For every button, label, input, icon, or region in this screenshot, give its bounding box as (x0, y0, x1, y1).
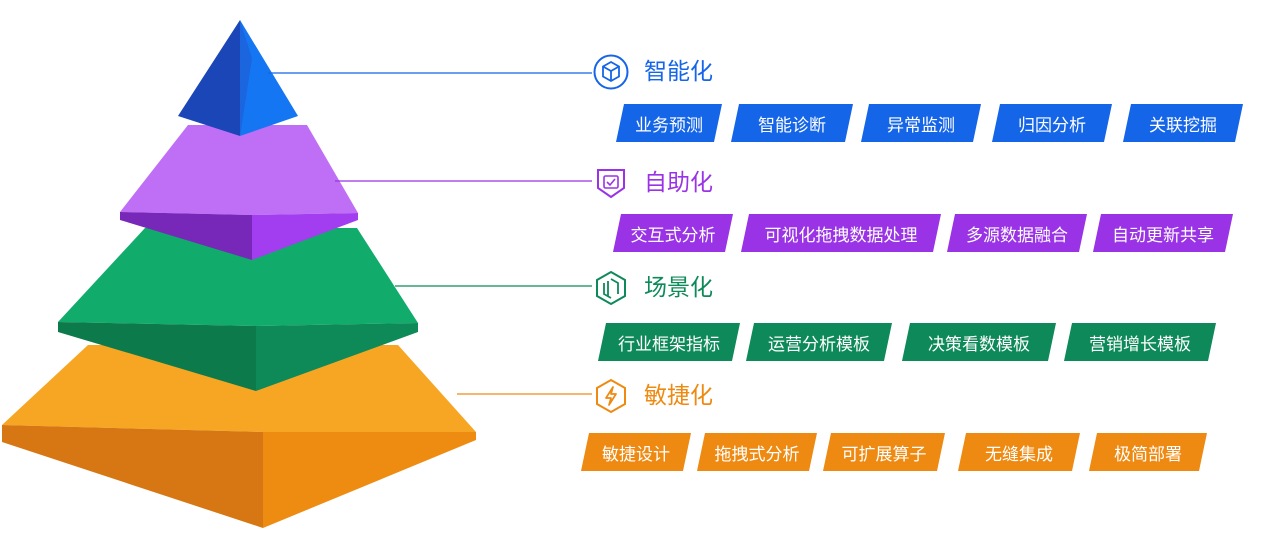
tag-minimal-deployment[interactable]: 极简部署 (1089, 433, 1207, 471)
pyramid-tier-orange (2, 345, 476, 528)
tier-heading-intelligent: 智能化 (592, 52, 713, 92)
tag-interactive-analysis[interactable]: 交互式分析 (613, 214, 733, 252)
tier-label: 场景化 (644, 274, 713, 301)
tag-agile-design[interactable]: 敏捷设计 (581, 433, 691, 471)
shield-check-icon (592, 164, 630, 202)
tier-label: 敏捷化 (644, 382, 713, 409)
tag-marketing-template[interactable]: 营销增长模板 (1064, 323, 1216, 361)
tag-operations-template[interactable]: 运营分析模板 (746, 323, 892, 361)
tag-anomaly-detection[interactable]: 异常监测 (861, 104, 981, 142)
tag-decision-template[interactable]: 决策看数模板 (902, 323, 1056, 361)
tag-attribution-analysis[interactable]: 归因分析 (992, 104, 1112, 142)
tier-label: 自助化 (644, 169, 713, 196)
tag-industry-metrics[interactable]: 行业框架指标 (598, 323, 740, 361)
tag-smart-diagnosis[interactable]: 智能诊断 (731, 104, 853, 142)
tier-heading-agile: 敏捷化 (592, 376, 713, 416)
pyramid-graphic (2, 20, 592, 528)
cube-icon (592, 53, 630, 91)
pyramid-tier-green (58, 228, 418, 391)
tag-business-forecast[interactable]: 业务预测 (616, 104, 722, 142)
tag-extensible-operators[interactable]: 可扩展算子 (823, 433, 945, 471)
tag-association-mining[interactable]: 关联挖掘 (1123, 104, 1243, 142)
tag-drag-analysis[interactable]: 拖拽式分析 (697, 433, 817, 471)
tag-seamless-integration[interactable]: 无缝集成 (958, 433, 1080, 471)
tag-multisource-fusion[interactable]: 多源数据融合 (947, 214, 1087, 252)
tier-heading-scenario: 场景化 (592, 268, 713, 308)
tag-visual-drag-processing[interactable]: 可视化拖拽数据处理 (741, 214, 941, 252)
tier-heading-selfservice: 自助化 (592, 163, 713, 203)
tag-auto-update-share[interactable]: 自动更新共享 (1093, 214, 1233, 252)
pyramid-tier-blue (178, 20, 298, 136)
lightning-icon (592, 377, 630, 415)
pyramid-tier-purple (120, 125, 358, 260)
tier-label: 智能化 (644, 58, 713, 85)
layers-icon (592, 269, 630, 307)
